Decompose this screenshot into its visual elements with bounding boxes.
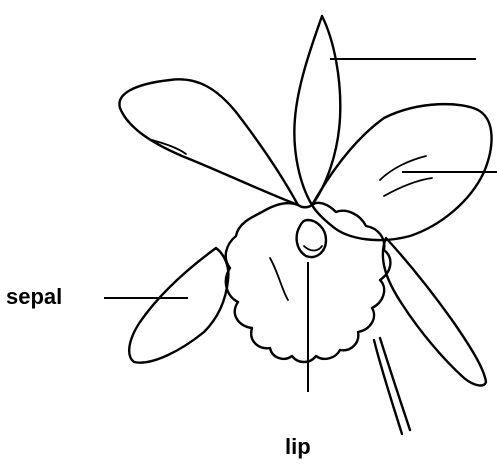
dorsal-sepal: [294, 16, 340, 205]
stem-inner: [380, 338, 410, 430]
column-anther: [304, 246, 322, 251]
left-lateral-sepal: [129, 248, 228, 363]
lip-label: lip: [285, 436, 311, 458]
column: [297, 220, 326, 257]
right-lateral-sepal: [383, 238, 486, 385]
stem: [374, 340, 402, 434]
left-petal: [119, 79, 298, 205]
right-petal-vein-1: [380, 156, 426, 180]
left-petal-vein: [152, 140, 186, 154]
right-petal-vein-2: [384, 178, 432, 196]
lip-fold: [270, 258, 288, 300]
sepal-label: sepal: [6, 286, 62, 308]
